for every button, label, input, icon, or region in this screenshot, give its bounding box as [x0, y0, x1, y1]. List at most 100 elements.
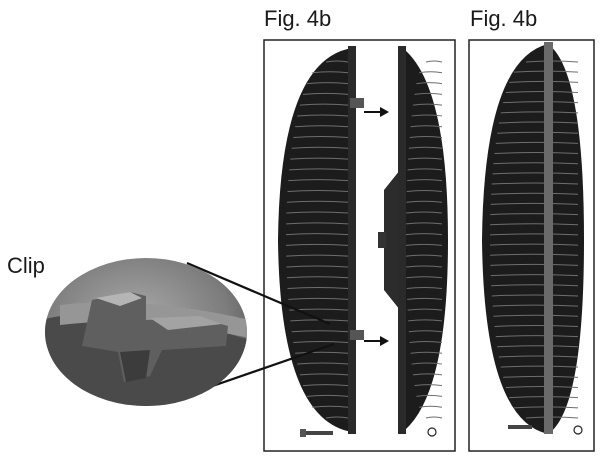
grille-wire: [406, 189, 443, 192]
grille-wire: [405, 233, 443, 236]
grille-wire: [286, 265, 349, 268]
grille-wire: [297, 362, 349, 365]
grille-wire: [497, 345, 579, 348]
right-arrow-icon: [364, 336, 389, 346]
figure-right-frame: [468, 39, 595, 452]
grille-wire: [408, 319, 443, 322]
grille-wire: [490, 213, 579, 216]
grille-wire: [492, 172, 579, 175]
grille-wire: [293, 340, 349, 343]
grille-wire: [493, 314, 579, 317]
grille-wire: [490, 274, 579, 277]
grille-wire: [412, 103, 443, 106]
grille-wire: [286, 222, 349, 225]
knob-icon: [573, 425, 583, 435]
grille-wire: [414, 384, 443, 387]
grille-wire: [406, 222, 443, 225]
grille-wire: [289, 168, 349, 171]
grille-wire: [419, 71, 443, 74]
clip-magnified-detail: [45, 258, 247, 406]
grille-wire: [490, 202, 579, 205]
grille-wire: [416, 82, 443, 85]
figure-left-frame: [263, 39, 456, 452]
grille-wire: [302, 384, 349, 387]
grille-wire: [412, 373, 443, 376]
grille-wire: [406, 254, 443, 257]
grille-wire: [408, 146, 443, 149]
grille-wire: [493, 162, 579, 165]
grille-wire: [491, 182, 579, 185]
grille-wire: [406, 287, 443, 290]
grille-wire: [287, 287, 349, 290]
grille-wire: [312, 405, 349, 408]
assembled-fan: [482, 42, 584, 435]
grille-wire: [299, 373, 349, 376]
grille-wire: [409, 136, 443, 139]
grille-wire: [410, 351, 443, 354]
grille-wire: [286, 276, 349, 279]
grille-wire: [489, 243, 579, 246]
grille-wire: [495, 335, 579, 338]
grille-wire: [290, 157, 349, 160]
grille-wire: [490, 253, 579, 256]
grille-wire: [297, 114, 349, 117]
rear-clip-top: [350, 98, 364, 108]
grille-wire: [425, 416, 443, 419]
grille-wire: [406, 265, 443, 268]
grille-wire: [295, 351, 349, 354]
spinner-knob: [378, 232, 386, 248]
grille-wire: [288, 297, 349, 300]
grille-wire: [286, 200, 349, 203]
grille-wire: [286, 254, 349, 257]
clip-label: Clip: [7, 253, 45, 278]
grille-wire: [285, 233, 349, 236]
grille-wire: [302, 92, 349, 95]
grille-wire: [406, 211, 443, 214]
grille-wire: [414, 92, 443, 95]
screw-icon: [300, 429, 333, 437]
grille-wire: [491, 294, 579, 297]
grille-wire: [497, 131, 579, 134]
grille-wire: [288, 179, 349, 182]
grille-wire: [505, 91, 579, 94]
grille-wire: [325, 416, 349, 419]
rear-grille: [278, 46, 364, 434]
front-grille-wires: [405, 60, 443, 419]
grille-wire: [490, 223, 579, 226]
screw-icon: [508, 425, 532, 429]
grille-wire: [306, 82, 349, 85]
grille-wire: [286, 211, 349, 214]
right-arrow-icon: [364, 107, 389, 117]
grille-wire: [295, 125, 349, 128]
grille-wire: [287, 189, 349, 192]
grille-wire: [408, 157, 443, 160]
grille-wire: [411, 114, 443, 117]
grille-wire: [503, 101, 579, 104]
grille-wire: [509, 80, 579, 83]
grille-wire: [419, 405, 443, 408]
grille-wire: [407, 297, 443, 300]
grille-wire: [495, 141, 579, 144]
grille-wire: [500, 111, 579, 114]
grille-wire: [425, 60, 443, 63]
grille-wire: [503, 375, 579, 378]
grille-wire: [285, 243, 349, 246]
grille-wire: [500, 365, 579, 368]
motor-housing: [384, 170, 400, 310]
grille-wire: [406, 276, 443, 279]
grille-wire: [505, 385, 579, 388]
grille-wire: [492, 304, 579, 307]
grille-wire: [407, 179, 443, 182]
rear-clip-bottom: [350, 330, 364, 340]
grille-wire: [407, 308, 443, 311]
grille-wire: [406, 200, 443, 203]
grille-wire: [405, 243, 443, 246]
grille-wire: [489, 233, 579, 236]
grille-wire: [409, 340, 443, 343]
grille-wire: [325, 60, 349, 63]
callout-line-top: [186, 261, 331, 326]
grille-wire: [494, 152, 579, 155]
rear-grille-wires: [285, 60, 349, 419]
grille-wire: [408, 330, 443, 333]
